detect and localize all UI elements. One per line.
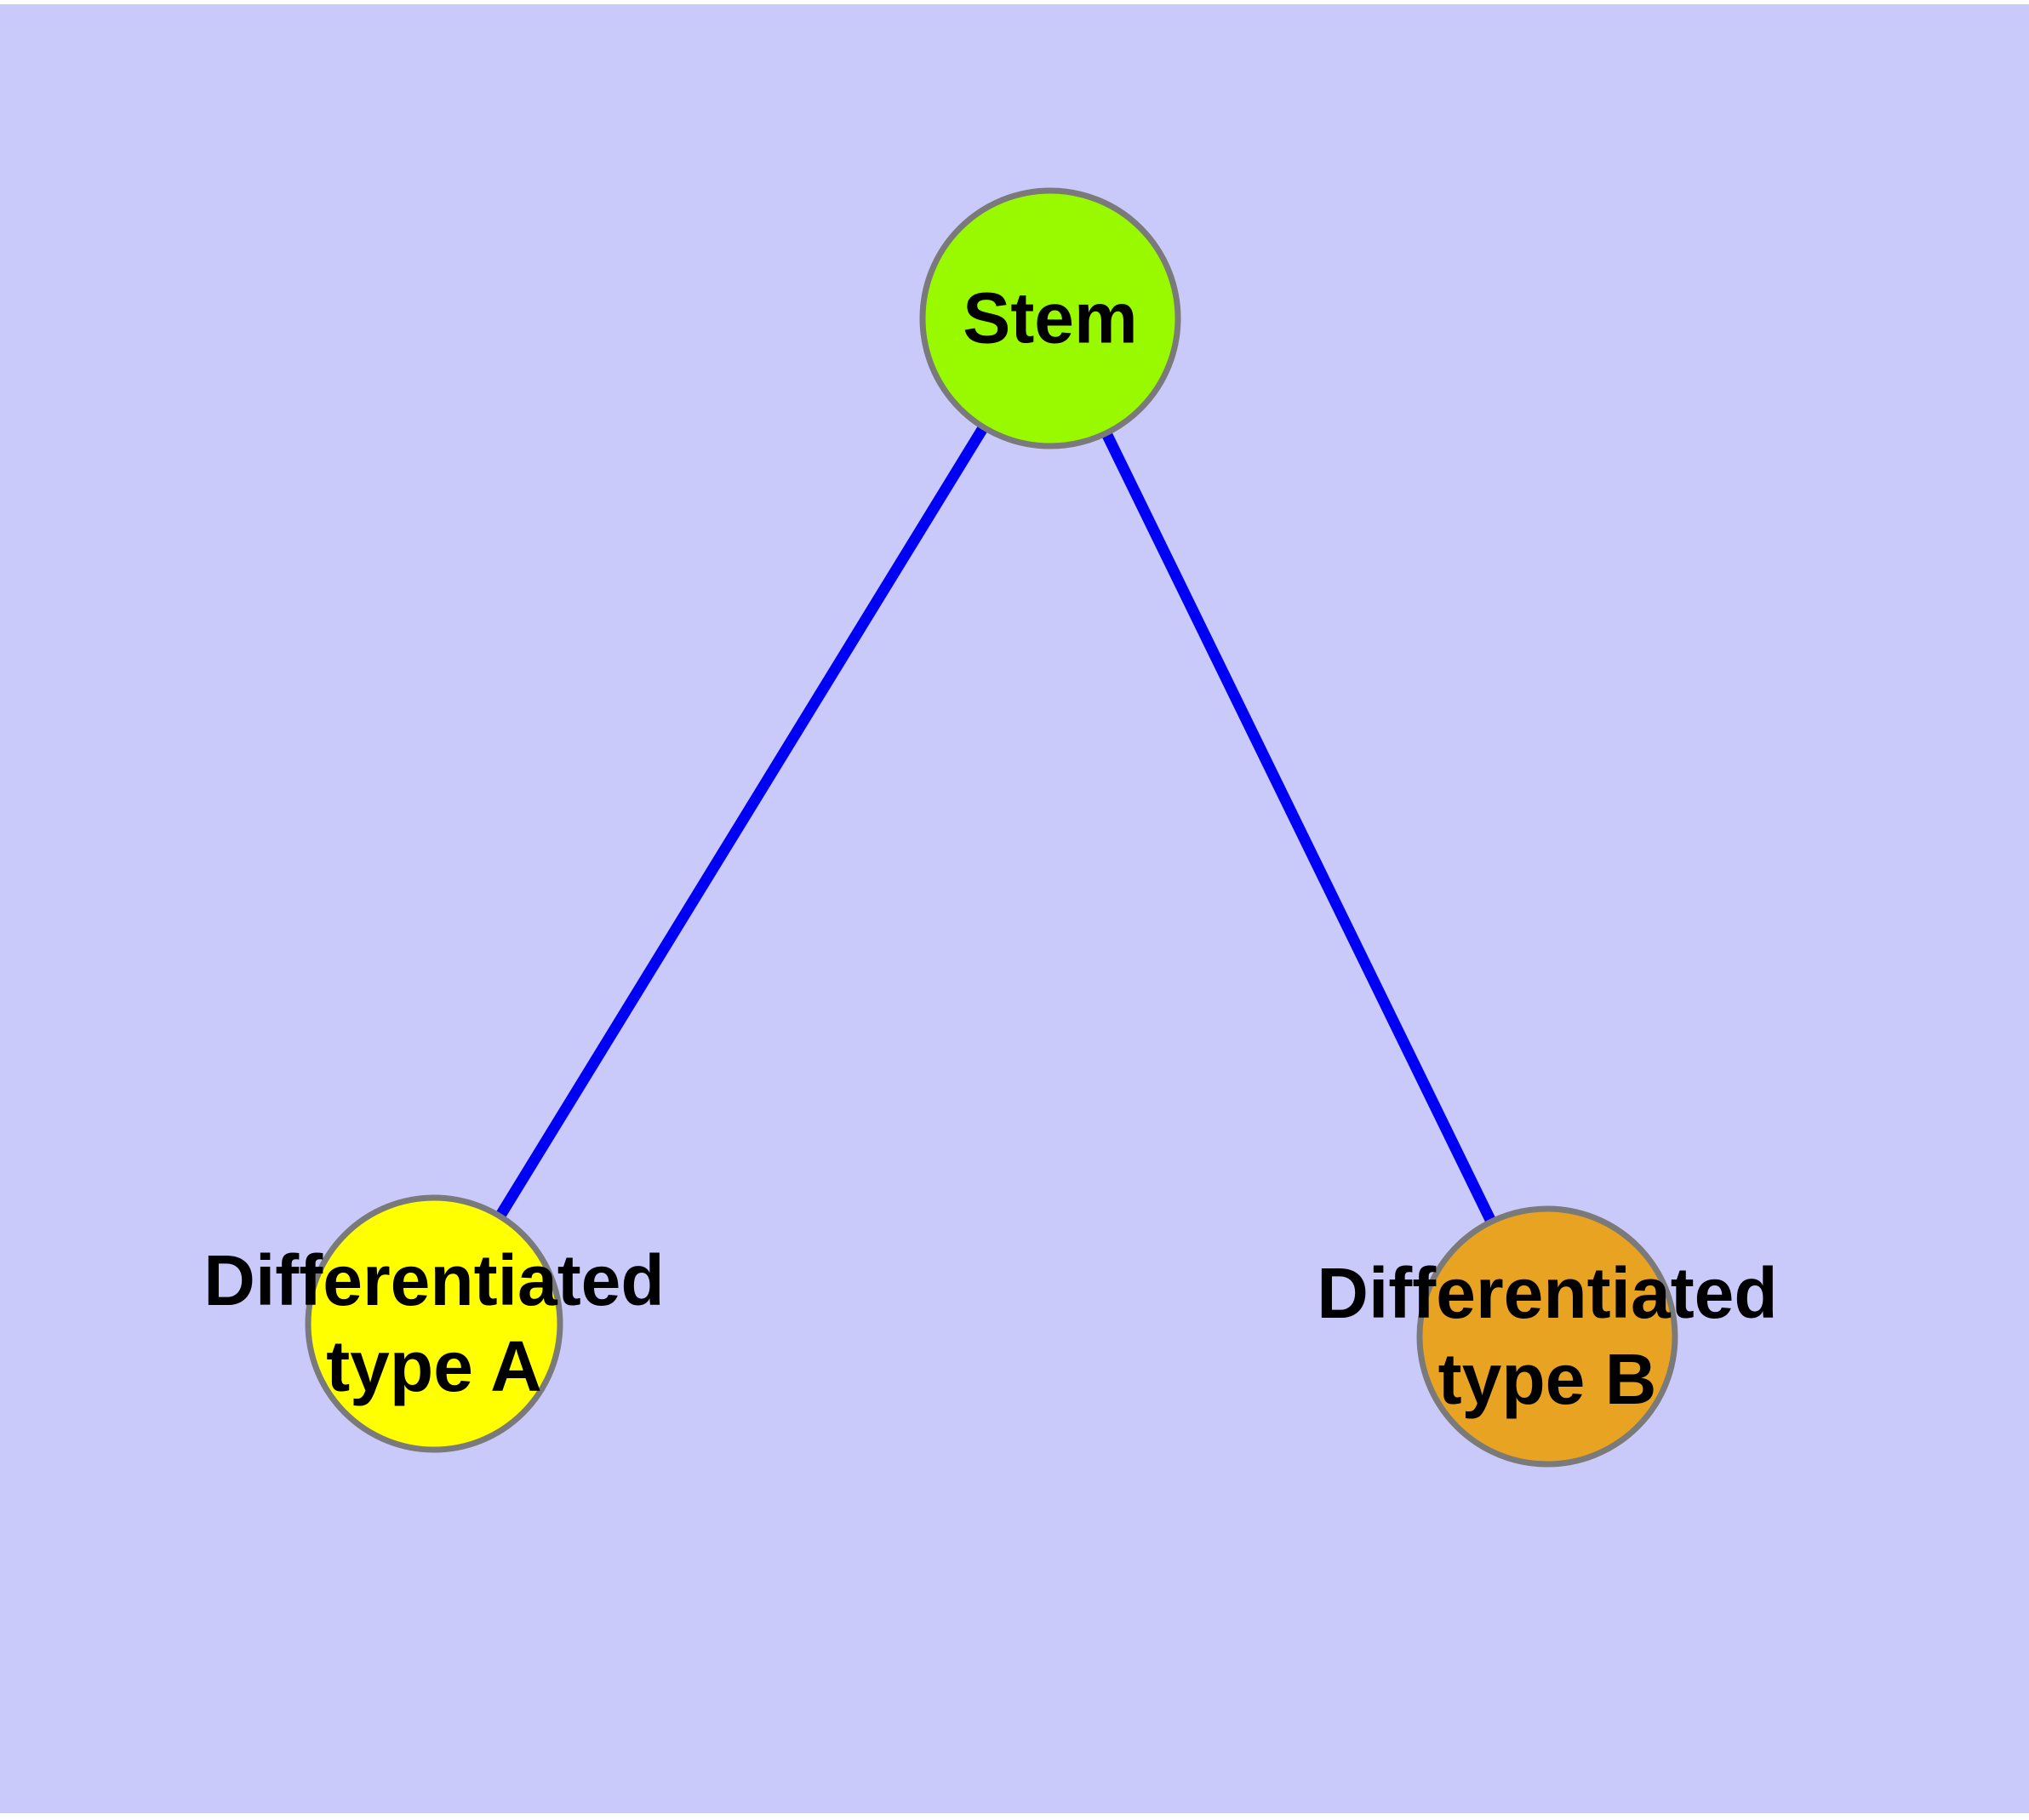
node-group: [305, 187, 1678, 1468]
edge-group: [429, 315, 1552, 1339]
node-type-b-circle: [1416, 1205, 1678, 1468]
node-type-a-circle: [305, 1194, 563, 1453]
edge-stem-to-type-b: [1045, 316, 1552, 1339]
edge-stem-to-type-a: [429, 315, 1055, 1327]
node-stem-circle: [919, 187, 1181, 449]
